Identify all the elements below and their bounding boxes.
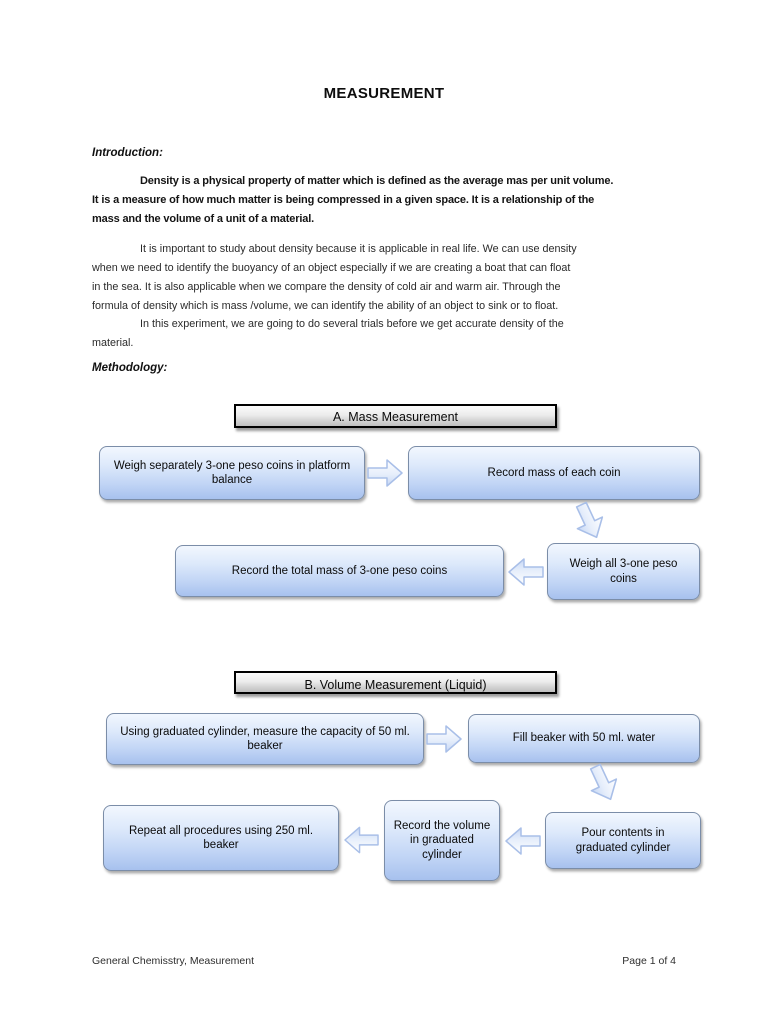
flowchart-a-title: A. Mass Measurement <box>332 410 459 424</box>
step-label: Fill beaker with 50 ml. water <box>512 732 656 745</box>
step-record-mass-each: Record mass of each coin <box>408 446 700 500</box>
paragraph-line: formula of density which is mass /volume… <box>92 300 559 312</box>
arrow-left-icon <box>508 557 544 587</box>
step-record-volume: Record the volume in graduated cylinder <box>384 800 500 881</box>
step-label: Weigh separately 3-one peso coins in pla… <box>113 459 351 487</box>
step-label: Record mass of each coin <box>487 466 621 479</box>
footer-page-number: Page 1 of 4 <box>622 955 676 967</box>
introduction-heading: Introduction: <box>92 147 163 159</box>
methodology-heading: Methodology: <box>92 362 168 374</box>
paragraph-line: Density is a physical property of matter… <box>140 175 614 187</box>
arrow-down-icon <box>580 759 625 807</box>
arrow-right-icon <box>366 458 404 488</box>
paragraph-line: mass and the volume of a unit of a mater… <box>92 213 315 225</box>
step-weigh-all-coins: Weigh all 3-one peso coins <box>547 543 700 600</box>
step-label: Using graduated cylinder, measure the ca… <box>120 725 410 753</box>
step-fill-beaker: Fill beaker with 50 ml. water <box>468 714 700 763</box>
arrow-left-icon <box>505 826 541 856</box>
paragraph-line: It is important to study about density b… <box>140 243 577 255</box>
paragraph-line: when we need to identify the buoyancy of… <box>92 262 571 274</box>
step-label: Record the total mass of 3-one peso coin… <box>231 564 448 577</box>
introduction-paragraph-3: In this experiment, we are going to do s… <box>92 315 678 353</box>
step-label: Record the volume in graduated cylinder <box>393 819 491 861</box>
flowchart-a-header: A. Mass Measurement <box>234 404 557 428</box>
paragraph-line: It is a measure of how much matter is be… <box>92 194 595 206</box>
step-weigh-separately: Weigh separately 3-one peso coins in pla… <box>99 446 365 500</box>
paragraph-line: In this experiment, we are going to do s… <box>140 318 564 330</box>
step-label: Repeat all procedures using 250 ml. beak… <box>128 824 314 852</box>
step-record-total-mass: Record the total mass of 3-one peso coin… <box>175 545 504 597</box>
page-title: MEASUREMENT <box>323 85 445 102</box>
step-pour-contents: Pour contents in graduated cylinder <box>545 812 701 869</box>
paragraph-line: in the sea. It is also applicable when w… <box>92 281 561 293</box>
flowchart-b-title: B. Volume Measurement (Liquid) <box>304 678 487 692</box>
paragraph-line: material. <box>92 337 134 349</box>
arrow-left-icon <box>344 825 379 855</box>
arrow-down-icon <box>566 497 611 545</box>
flowchart-b-header: B. Volume Measurement (Liquid) <box>234 671 557 694</box>
introduction-paragraph-2: It is important to study about density b… <box>92 240 678 316</box>
step-repeat-250ml: Repeat all procedures using 250 ml. beak… <box>103 805 339 871</box>
arrow-right-icon <box>426 724 462 754</box>
introduction-paragraph-1: Density is a physical property of matter… <box>92 172 678 229</box>
step-measure-capacity: Using graduated cylinder, measure the ca… <box>106 713 424 765</box>
footer-document-name: General Chemisstry, Measurement <box>92 955 255 967</box>
step-label: Weigh all 3-one peso coins <box>569 558 678 585</box>
step-label: Pour contents in graduated cylinder <box>575 827 671 854</box>
